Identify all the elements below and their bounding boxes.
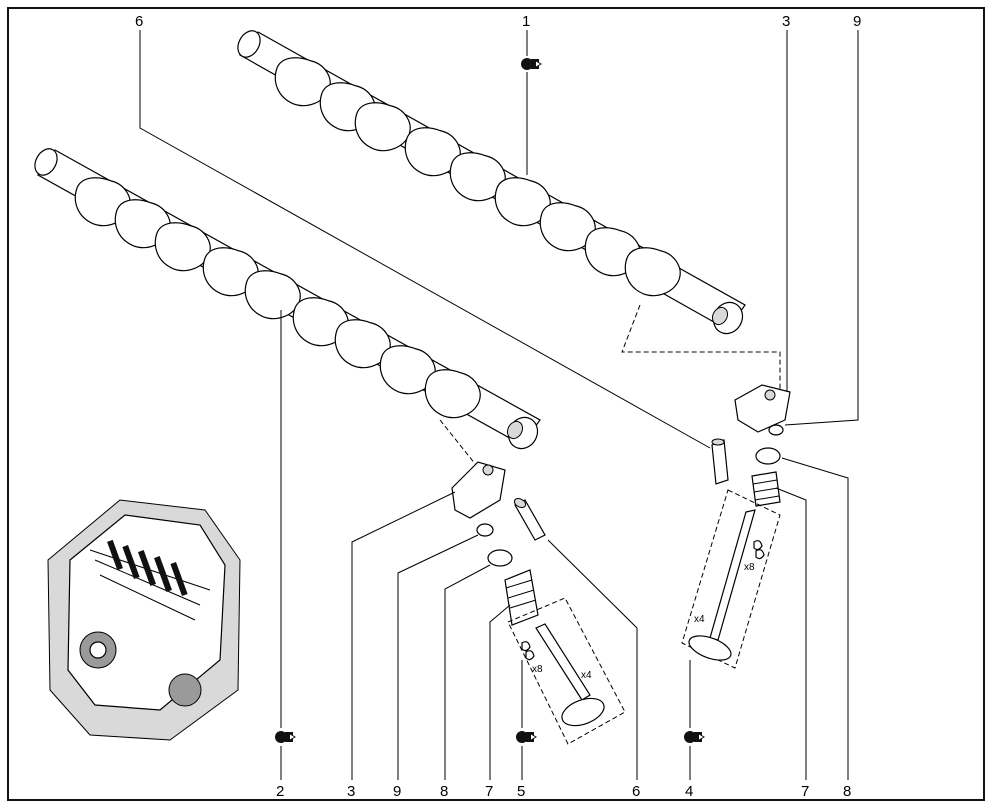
dark-grease-symbol — [275, 58, 705, 743]
leader-lines — [139, 30, 859, 780]
callout-3-top: 3 — [782, 13, 790, 30]
callout-1-top: 1 — [522, 13, 530, 30]
callout-2-bottom: 2 — [276, 783, 284, 800]
callout-8-bottom: 8 — [440, 783, 448, 800]
callout-5-bottom: 5 — [517, 783, 525, 800]
callout-9-top: 9 — [853, 13, 861, 30]
callout-6-bottom: 6 — [632, 783, 640, 800]
right-valve-spring — [751, 471, 781, 507]
left-valve-spring — [504, 569, 539, 626]
left-spring-cap — [476, 523, 513, 567]
right-valve-group: x4 x8 — [681, 489, 781, 669]
diagram-frame — [7, 7, 985, 801]
callout-7-bottom: 7 — [485, 783, 493, 800]
left-keeper-qty: x8 — [532, 664, 543, 675]
callout-6-top: 6 — [135, 13, 143, 30]
engine-overview-illustration — [47, 499, 241, 741]
right-rocker-arm — [734, 384, 791, 433]
callout-3-bottom: 3 — [347, 783, 355, 800]
left-rocker-arm — [451, 461, 506, 519]
callout-9-bottom: 9 — [393, 783, 401, 800]
valve-keeper-icon — [753, 540, 765, 560]
callout-7b-bottom: 7 — [801, 783, 809, 800]
callout-4-bottom: 4 — [685, 783, 693, 800]
left-valve-qty: x4 — [581, 670, 592, 681]
right-keeper-qty: x8 — [744, 562, 755, 573]
right-hydraulic-tappet — [711, 438, 729, 485]
left-hydraulic-tappet — [513, 497, 546, 541]
lower-camshaft — [34, 148, 541, 471]
right-valve-qty: x4 — [694, 614, 705, 625]
valve-keeper-icon — [521, 641, 535, 661]
right-spring-cap — [755, 424, 784, 465]
callout-8b-bottom: 8 — [843, 783, 851, 800]
left-valve-group: x4 x8 — [507, 597, 626, 745]
upper-camshaft — [237, 30, 781, 395]
